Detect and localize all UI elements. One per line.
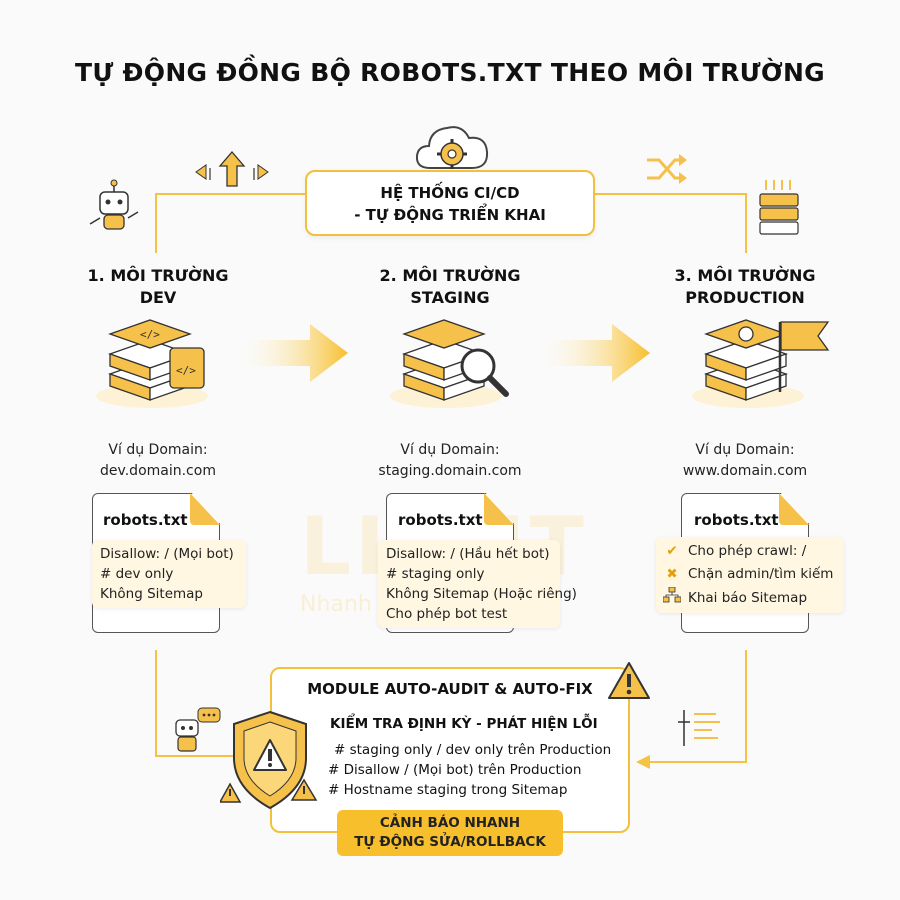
cicd-subtitle: - TỰ ĐỘNG TRIỂN KHAI xyxy=(354,206,546,224)
connector-line xyxy=(155,755,270,757)
page-title: TỰ ĐỘNG ĐỒNG BỘ ROBOTS.TXT THEO MÔI TRƯỜ… xyxy=(74,58,825,87)
domain-value: dev.domain.com xyxy=(100,463,216,479)
arrow-right-icon xyxy=(540,324,650,382)
robots-rules-dev: Disallow: / (Mọi bot) # dev only Không S… xyxy=(92,540,246,608)
rule-row: Khai báo Sitemap xyxy=(662,586,838,609)
sitemap-icon xyxy=(662,586,682,609)
cross-icon: ✖ xyxy=(666,566,678,582)
stage-dev-title: 1. MÔI TRƯỜNG DEV xyxy=(58,265,258,309)
rule-line: Khai báo Sitemap xyxy=(688,590,808,606)
stage-production-title: 3. MÔI TRƯỜNG PRODUCTION xyxy=(645,265,845,309)
dev-server-code-icon: </> </> xyxy=(96,319,208,408)
alert-line-1: CẢNH BÁO NHANH xyxy=(379,815,521,831)
rule-line: Không Sitemap (Hoặc riêng) xyxy=(386,586,577,602)
domain-value: www.domain.com xyxy=(682,463,808,479)
connector-line xyxy=(155,193,157,253)
domain-label: Ví dụ Domain: xyxy=(400,442,500,458)
alert-line-2: TỰ ĐỘNG SỬA/ROLLBACK xyxy=(354,834,546,850)
check-item: # Disallow / (Mọi bot) trên Production xyxy=(328,762,582,778)
robots-rules-production: ✔ Cho phép crawl: / ✖ Chặn admin/tìm kiế… xyxy=(656,537,844,613)
arrows-up-icon xyxy=(195,151,269,187)
module-checks: # staging only / dev only trên Productio… xyxy=(328,740,611,800)
auto-audit-module xyxy=(270,667,630,833)
arrow-left-icon xyxy=(636,755,650,769)
rule-line: # dev only xyxy=(100,566,174,582)
stage-production-title-l1: 3. MÔI TRƯỜNG xyxy=(674,266,816,285)
svg-text:</>: </> xyxy=(140,328,160,341)
stage-staging-domain: Ví dụ Domain: staging.domain.com xyxy=(350,440,550,482)
rule-line: Chặn admin/tìm kiếm xyxy=(688,566,834,582)
shield-warning-icon xyxy=(220,710,318,810)
check-icon: ✔ xyxy=(666,543,678,559)
stage-production-title-l2: PRODUCTION xyxy=(685,288,805,307)
module-subtitle: KIỂM TRA ĐỊNH KỲ - PHÁT HIỆN LỖI xyxy=(330,716,598,732)
connector-line xyxy=(155,193,305,195)
server-icon xyxy=(759,180,799,235)
stage-production-domain: Ví dụ Domain: www.domain.com xyxy=(645,440,845,482)
module-title: MODULE AUTO-AUDIT & AUTO-FIX xyxy=(307,680,593,698)
stage-dev-title-l1: 1. MÔI TRƯỜNG xyxy=(87,266,229,285)
connector-line xyxy=(745,650,747,762)
domain-value: staging.domain.com xyxy=(378,463,522,479)
arrow-right-icon xyxy=(240,324,348,382)
cicd-title: HỆ THỐNG CI/CD xyxy=(380,184,520,202)
rule-row: ✔ Cho phép crawl: / xyxy=(662,541,838,561)
rule-line: Disallow: / (Mọi bot) xyxy=(100,546,234,562)
domain-label: Ví dụ Domain: xyxy=(695,442,795,458)
stage-staging-title-l2: STAGING xyxy=(410,288,490,307)
alert-rollback-button[interactable]: CẢNH BÁO NHANH TỰ ĐỘNG SỬA/ROLLBACK xyxy=(337,810,563,856)
rule-row: ✖ Chặn admin/tìm kiếm xyxy=(662,564,838,584)
svg-text:</>: </> xyxy=(176,364,196,377)
check-item: # Hostname staging trong Sitemap xyxy=(328,782,568,798)
rule-line: Không Sitemap xyxy=(100,586,203,602)
stage-staging-title: 2. MÔI TRƯỜNG STAGING xyxy=(350,265,550,309)
robot-icon xyxy=(89,179,139,230)
rule-line: Cho phép crawl: / xyxy=(688,543,807,559)
timeline-icon xyxy=(678,710,720,746)
connector-line xyxy=(595,193,747,195)
domain-label: Ví dụ Domain: xyxy=(108,442,208,458)
file-name: robots.txt xyxy=(103,511,188,529)
connector-line xyxy=(745,193,747,253)
stage-dev-domain: Ví dụ Domain: dev.domain.com xyxy=(58,440,258,482)
staging-server-search-icon xyxy=(390,319,509,408)
robots-rules-staging: Disallow: / (Hầu hết bot) # staging only… xyxy=(378,540,577,628)
file-name: robots.txt xyxy=(694,511,779,529)
cloud-gear-icon xyxy=(415,126,489,169)
warning-icon xyxy=(608,662,650,699)
connector-line xyxy=(650,761,747,763)
cicd-box: HỆ THỐNG CI/CD - TỰ ĐỘNG TRIỂN KHAI xyxy=(305,170,595,236)
rule-line: # staging only xyxy=(386,566,485,582)
rule-line: Cho phép bot test xyxy=(386,606,508,622)
stage-staging-title-l1: 2. MÔI TRƯỜNG xyxy=(379,266,521,285)
shuffle-icon xyxy=(647,154,687,184)
connector-line xyxy=(155,650,157,755)
chat-robot-icon xyxy=(175,707,221,752)
check-item: # staging only / dev only trên Productio… xyxy=(334,742,612,758)
stage-dev-title-l2: DEV xyxy=(139,288,177,307)
production-server-flag-icon xyxy=(692,319,830,408)
file-name: robots.txt xyxy=(398,511,483,529)
rule-line: Disallow: / (Hầu hết bot) xyxy=(386,546,550,562)
